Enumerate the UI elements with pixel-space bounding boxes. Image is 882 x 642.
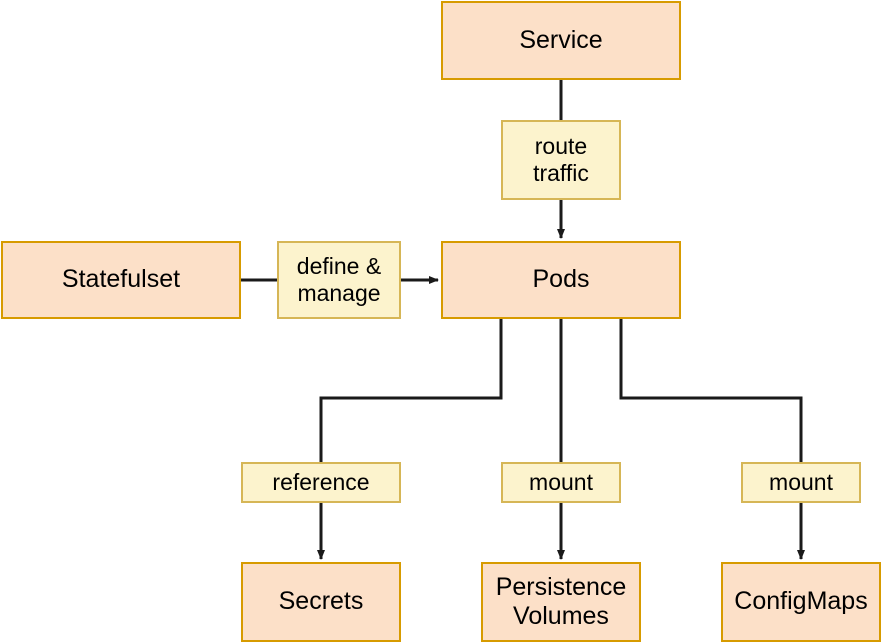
node-pods[interactable]: Pods	[441, 241, 681, 319]
node-label-secrets: Secrets	[278, 587, 364, 616]
edge-pods-to-reference	[319, 319, 503, 462]
edge-pods-to-mount_cm	[619, 319, 803, 462]
node-secrets[interactable]: Secrets	[241, 562, 401, 642]
node-statefulset[interactable]: Statefulset	[1, 241, 241, 319]
node-label-configmaps: ConfigMaps	[734, 587, 868, 616]
node-label-statefulset: Statefulset	[61, 265, 181, 294]
node-configmaps[interactable]: ConfigMaps	[721, 562, 881, 642]
edge-label-route[interactable]: route traffic	[501, 120, 621, 200]
node-pvolumes[interactable]: Persistence Volumes	[481, 562, 641, 642]
edge-label-define[interactable]: define & manage	[277, 241, 401, 319]
edge-label-reference[interactable]: reference	[241, 462, 401, 503]
edge-label-text-define: define & manage	[296, 252, 382, 306]
node-label-pvolumes: Persistence Volumes	[495, 572, 627, 631]
edge-label-text-mount_pv: mount	[529, 468, 593, 495]
edge-label-text-mount_cm: mount	[769, 468, 833, 495]
edge-label-mount_pv[interactable]: mount	[501, 462, 621, 503]
node-label-pods: Pods	[532, 265, 590, 294]
node-label-service: Service	[519, 25, 603, 54]
edge-label-mount_cm[interactable]: mount	[741, 462, 861, 503]
edge-label-text-reference: reference	[272, 468, 370, 495]
edge-label-text-route: route traffic	[533, 132, 589, 186]
node-service[interactable]: Service	[441, 1, 681, 80]
